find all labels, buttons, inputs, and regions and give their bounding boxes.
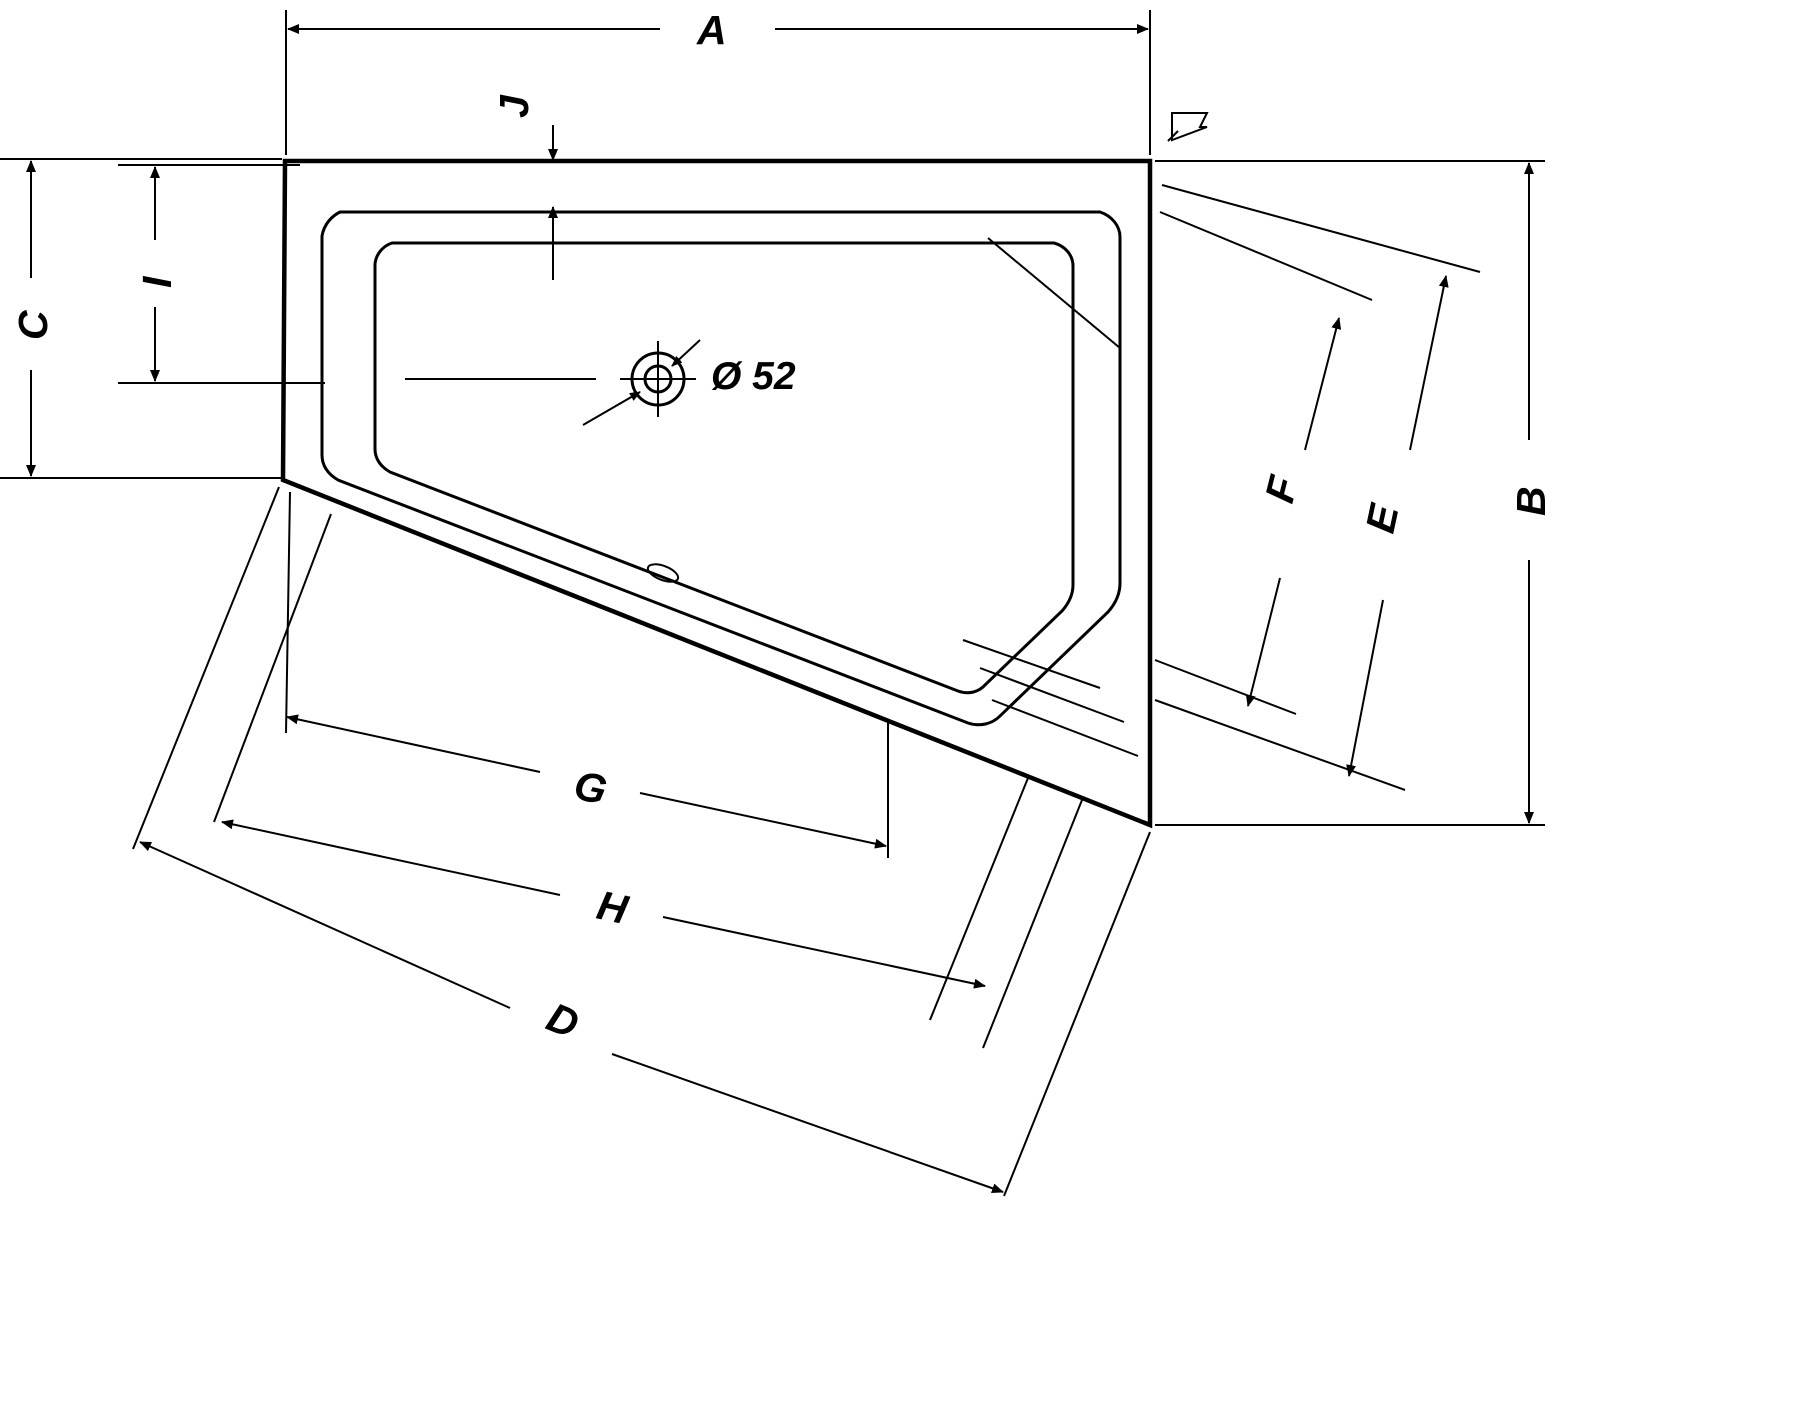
dimension-label-a: A	[696, 7, 727, 53]
dimension-c	[0, 158, 282, 479]
diameter-leader	[582, 339, 701, 426]
dimension-label-b: B	[1508, 486, 1554, 516]
dimension-label-i: I	[134, 275, 180, 288]
overflow-slot	[646, 563, 680, 583]
dimension-g	[286, 714, 887, 849]
dimension-label-d: D	[541, 994, 586, 1048]
drain-outlet	[405, 341, 696, 417]
tub-basin-bottom	[962, 237, 1139, 757]
diagonal-extension-lines	[132, 486, 1151, 1197]
dimension-h	[221, 819, 986, 989]
dimension-e	[1154, 184, 1481, 791]
dimension-f	[1154, 211, 1373, 715]
dimension-d	[139, 841, 1004, 1194]
dimension-label-e: E	[1357, 499, 1408, 537]
dimension-label-f: F	[1256, 471, 1307, 507]
corner-flag-icon	[1167, 112, 1209, 142]
tub-rim-contour-inner	[373, 241, 1075, 695]
dimension-label-h: H	[593, 882, 633, 933]
diameter-label: Ø 52	[711, 355, 796, 398]
dimension-label-c: C	[10, 309, 56, 340]
tub-rim-contour-outer	[320, 210, 1122, 727]
dimension-i	[118, 164, 325, 384]
tub-outer-body	[280, 158, 1153, 829]
dimension-label-g: G	[570, 762, 611, 814]
dimension-b	[1155, 160, 1545, 826]
dimension-label-j: J	[491, 94, 537, 118]
dimension-a	[285, 10, 1151, 155]
